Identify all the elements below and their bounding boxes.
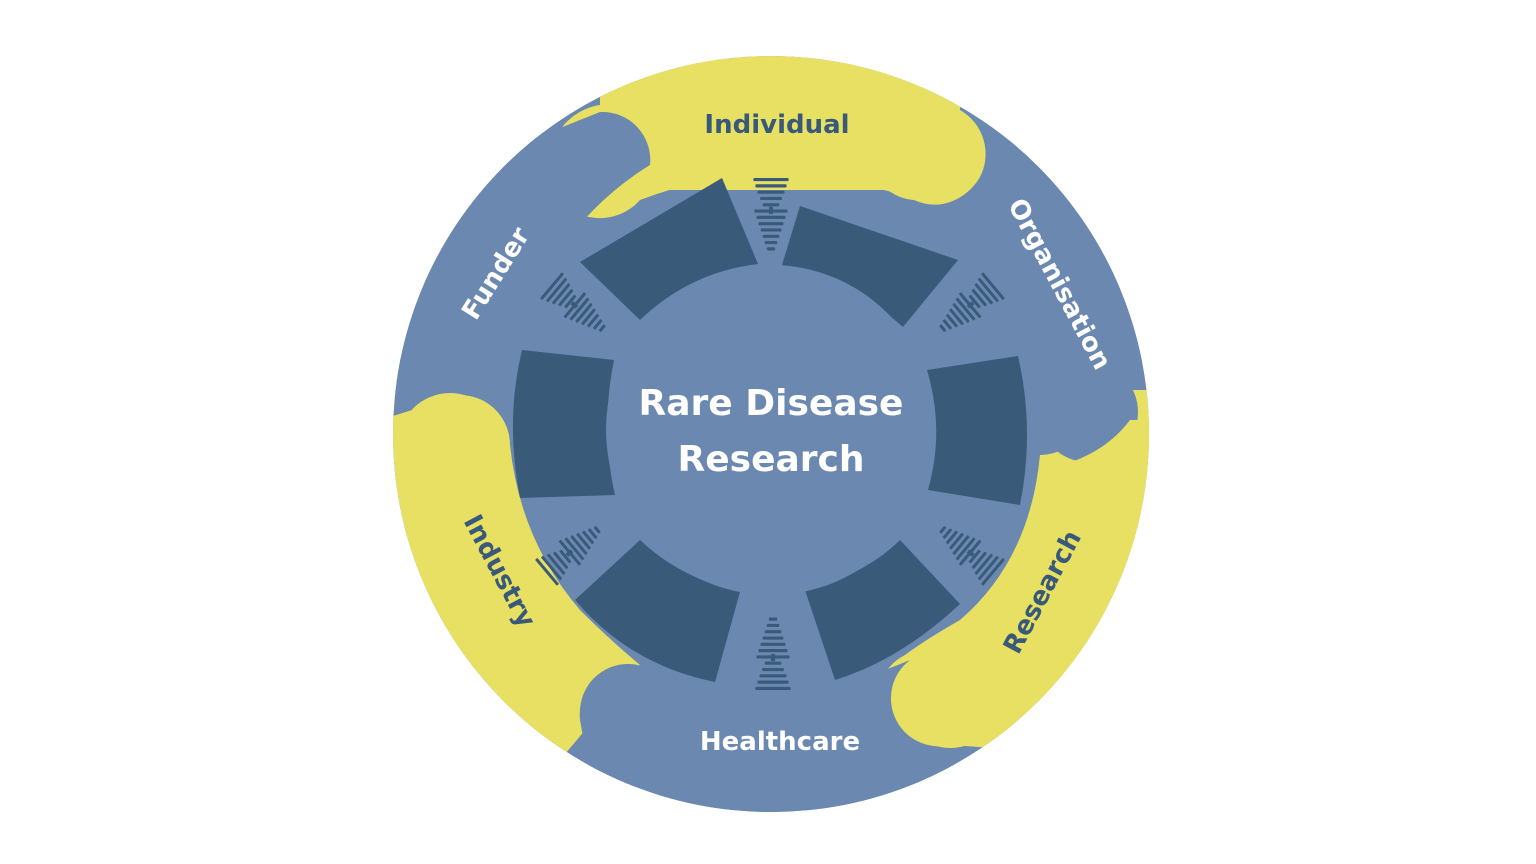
ring-segment-bottom-right [805, 540, 960, 680]
label-individual: Individual [704, 110, 849, 140]
label-healthcare: Healthcare [700, 727, 860, 757]
ring-segment-top-right [782, 206, 958, 327]
center-circle [606, 265, 936, 595]
ring-segment-right [927, 356, 1028, 505]
ring-segment-bottom-left [575, 540, 740, 682]
center-title-line2: Research [678, 439, 865, 480]
center-title-line1: Rare Disease [639, 383, 904, 424]
ring-segment-top-left [580, 178, 758, 320]
dark-ring [512, 178, 1028, 682]
ring-segment-left [512, 350, 615, 498]
